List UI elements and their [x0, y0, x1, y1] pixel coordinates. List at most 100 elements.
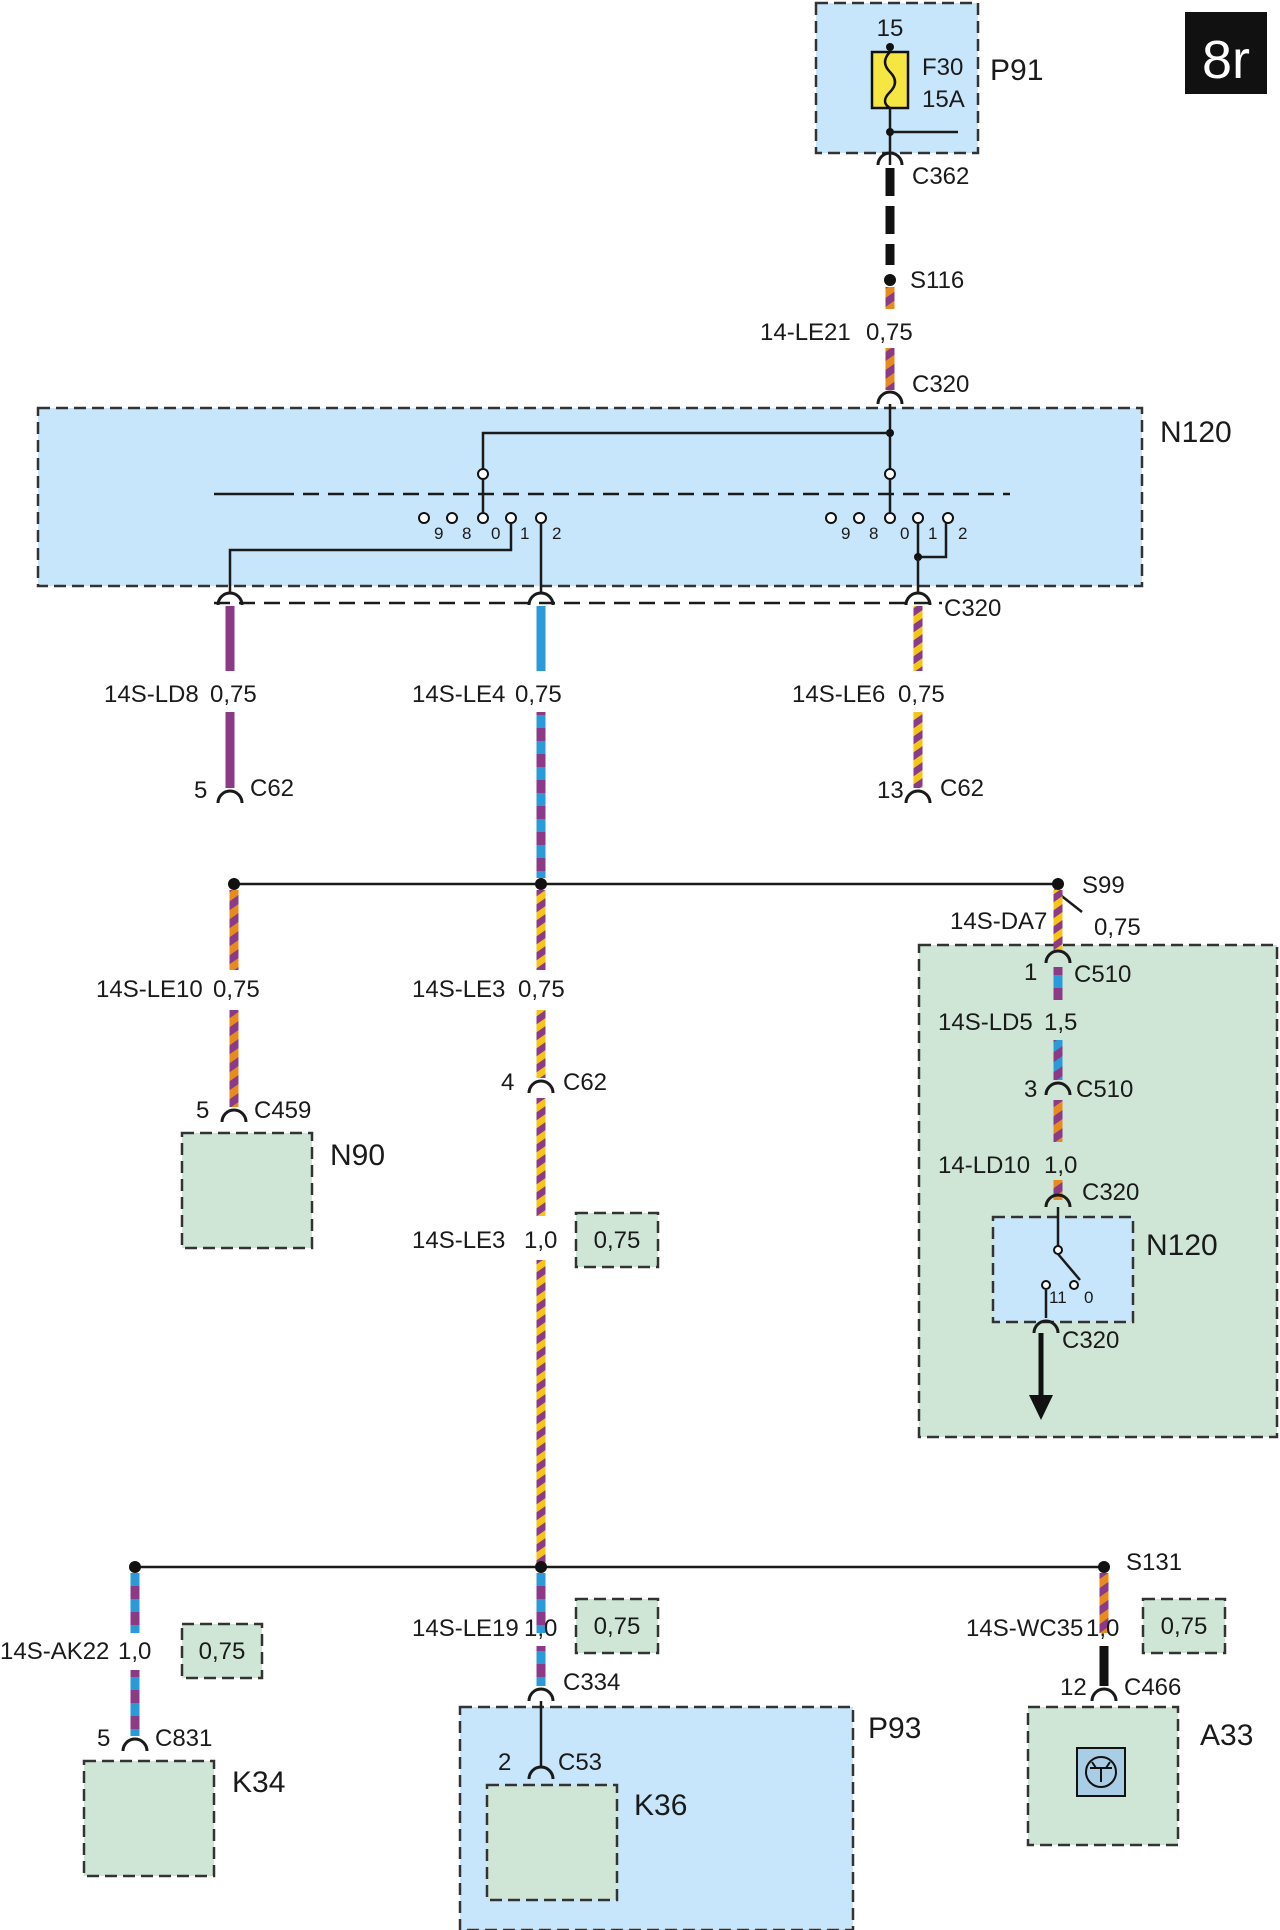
svg-text:0,75: 0,75: [213, 976, 260, 1003]
svg-text:C320: C320: [1082, 1179, 1139, 1206]
svg-text:12: 12: [1060, 1674, 1087, 1701]
svg-text:1,0: 1,0: [1086, 1615, 1119, 1642]
svg-text:14S-LE10: 14S-LE10: [96, 976, 203, 1003]
component-a33-label: A33: [1200, 1719, 1253, 1752]
svg-text:C459: C459: [254, 1097, 311, 1124]
fuse-box-p91[interactable]: 15 F30 15A P91: [814, 1, 1043, 155]
svg-text:11: 11: [1049, 1288, 1067, 1307]
svg-text:C510: C510: [1076, 1076, 1133, 1103]
svg-text:1,0: 1,0: [524, 1615, 557, 1642]
branch2-right: 14S-WC35 1,0 0,75 12 C466 A33: [966, 1573, 1253, 1847]
bus-1: S99: [228, 872, 1125, 899]
page-badge-text: 8r: [1202, 30, 1250, 90]
module-n120-name: N120: [1160, 416, 1232, 449]
splice-s116: [884, 274, 896, 286]
svg-text:0,75: 0,75: [594, 1613, 641, 1640]
svg-text:C831: C831: [155, 1725, 212, 1752]
svg-text:2: 2: [958, 524, 967, 543]
svg-text:1,0: 1,0: [524, 1227, 557, 1254]
svg-text:14S-LE19: 14S-LE19: [412, 1615, 519, 1642]
branch1-left: 14S-LE10 0,75 5 C459 N90: [96, 890, 385, 1250]
svg-text:2: 2: [552, 524, 561, 543]
svg-text:14S-LD5: 14S-LD5: [938, 1009, 1033, 1036]
top-feed: C362 S116 14-LE21 0,75 C320: [760, 151, 969, 405]
connector-c320-top: C320: [912, 371, 969, 398]
svg-text:14S-LE4: 14S-LE4: [412, 681, 505, 708]
svg-text:C62: C62: [940, 775, 984, 802]
svg-text:14S-LD8: 14S-LD8: [104, 681, 199, 708]
svg-text:2: 2: [498, 1749, 511, 1776]
svg-text:0,75: 0,75: [1161, 1613, 1208, 1640]
splice-s131: [1098, 1561, 1110, 1573]
svg-text:N120: N120: [1146, 1229, 1218, 1262]
svg-text:C334: C334: [563, 1669, 620, 1696]
wire-14-le21: 14-LE21: [760, 319, 851, 346]
switch-right-positions: 9 8 0 1 2: [825, 512, 967, 543]
output-ld8: 14S-LD8 0,75 5 C62: [104, 606, 294, 804]
component-k36-label: K36: [634, 1789, 687, 1822]
svg-text:5: 5: [196, 1097, 209, 1124]
svg-text:3: 3: [1024, 1076, 1037, 1103]
svg-text:0,75: 0,75: [210, 681, 257, 708]
component-k34[interactable]: [82, 1759, 216, 1878]
connector-c362: C362: [912, 163, 969, 190]
component-k34-label: K34: [232, 1766, 285, 1799]
svg-text:1: 1: [928, 524, 937, 543]
page-badge: 8r: [1185, 12, 1267, 94]
bus-2: S131: [129, 1549, 1182, 1576]
svg-text:C510: C510: [1074, 961, 1131, 988]
svg-text:0,75: 0,75: [1094, 914, 1141, 941]
switch-left-positions: 9 8 0 1 2: [418, 512, 561, 543]
switch-module-n120[interactable]: N120 9 8 0 1 2 9 8 0 1: [36, 404, 1232, 622]
svg-text:0,75: 0,75: [518, 976, 565, 1003]
svg-text:1,5: 1,5: [1044, 1009, 1077, 1036]
component-k36[interactable]: [485, 1783, 619, 1902]
svg-text:C62: C62: [250, 775, 294, 802]
svg-text:C62: C62: [563, 1069, 607, 1096]
box-p93-label: P93: [868, 1712, 921, 1745]
svg-text:14S-LE3: 14S-LE3: [412, 1227, 505, 1254]
svg-text:14S-AK22: 14S-AK22: [0, 1638, 109, 1665]
splice-s99-label: S99: [1082, 872, 1125, 899]
svg-text:0,75: 0,75: [898, 681, 945, 708]
branch1-right: 14S-DA7 0,75 1 C510 14S-LD5 1,5 3 C510 1…: [917, 889, 1279, 1439]
arrow-down-icon: [1029, 1395, 1053, 1420]
wire-14-le21-size: 0,75: [866, 319, 913, 346]
splice-s131-label: S131: [1126, 1549, 1182, 1576]
svg-text:9: 9: [434, 524, 443, 543]
svg-text:0,75: 0,75: [515, 681, 562, 708]
svg-text:1: 1: [520, 524, 529, 543]
component-n90[interactable]: [180, 1131, 314, 1250]
svg-text:14S-DA7: 14S-DA7: [950, 908, 1047, 935]
fuse-rating: 15A: [922, 86, 965, 113]
sensor-icon: [1076, 1747, 1126, 1797]
branch1-middle: 14S-LE3 0,75 4 C62 14S-LE3 1,0 0,75: [412, 890, 660, 1563]
output-le4: 14S-LE4 0,75: [412, 606, 562, 878]
zone-green[interactable]: [917, 943, 1279, 1439]
svg-text:C466: C466: [1124, 1674, 1181, 1701]
svg-text:C320: C320: [1062, 1327, 1119, 1354]
connector-c320-bottom: C320: [944, 595, 1001, 622]
fuse-box-name: P91: [990, 54, 1043, 87]
splice-s99: [1052, 878, 1064, 890]
svg-text:1,0: 1,0: [1044, 1152, 1077, 1179]
svg-text:5: 5: [97, 1725, 110, 1752]
svg-text:5: 5: [194, 777, 207, 804]
branch2-middle: 14S-LE19 1,0 0,75 C334 P93 2 C53 K36: [412, 1573, 921, 1930]
fuse-icon: [870, 50, 910, 110]
svg-text:14S-LE6: 14S-LE6: [792, 681, 885, 708]
svg-text:C53: C53: [558, 1749, 602, 1776]
svg-text:8: 8: [462, 524, 471, 543]
svg-text:14S-WC35: 14S-WC35: [966, 1615, 1083, 1642]
svg-text:0,75: 0,75: [199, 1638, 246, 1665]
svg-text:1: 1: [1024, 959, 1037, 986]
branch2-left: 14S-AK22 1,0 0,75 5 C831 K34: [0, 1573, 285, 1878]
svg-text:9: 9: [841, 524, 850, 543]
component-n90-label: N90: [330, 1139, 385, 1172]
splice-s116-label: S116: [910, 267, 964, 294]
svg-text:13: 13: [877, 777, 904, 804]
svg-text:0: 0: [491, 524, 500, 543]
svg-text:1,0: 1,0: [118, 1638, 151, 1665]
module-n120-secondary[interactable]: [991, 1215, 1135, 1324]
